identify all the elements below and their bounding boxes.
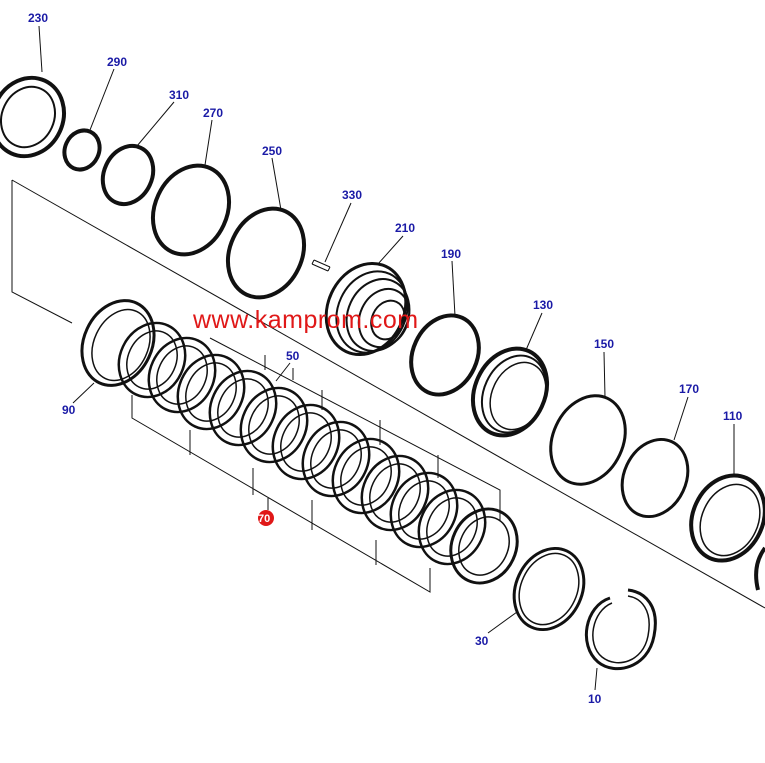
part-170-ring[interactable] [610, 429, 700, 528]
callout-90: 90 [62, 403, 76, 417]
part-230-ring[interactable] [0, 66, 77, 168]
part-190-ring[interactable] [399, 304, 492, 405]
callout-70-highlight [258, 510, 274, 526]
watermark-text: www.kamprom.com [193, 306, 419, 334]
callout-110: 110 [723, 409, 743, 423]
part-150-ring[interactable] [537, 384, 639, 497]
callout-310: 310 [169, 88, 189, 102]
assembly-bracket-left [11, 180, 73, 324]
callout-190: 190 [441, 247, 461, 261]
callout-10: 10 [588, 692, 602, 706]
clutch-pack-rings[interactable] [107, 312, 529, 594]
part-270-ring[interactable] [139, 153, 243, 267]
callout-330: 330 [342, 188, 362, 202]
callout-50: 50 [286, 349, 300, 363]
part-210-piston[interactable] [312, 250, 421, 367]
part-310-ring[interactable] [94, 138, 163, 213]
clutch-pack-bracket [131, 337, 501, 593]
part-30-ring[interactable] [501, 537, 596, 641]
callout-130: 130 [533, 298, 553, 312]
assembly-axis-line [11, 179, 765, 609]
part-10-snap-ring[interactable] [584, 588, 657, 671]
callout-270: 270 [203, 106, 223, 120]
leader-lines [38, 25, 735, 691]
callout-250: 250 [262, 144, 282, 158]
callout-150: 150 [594, 337, 614, 351]
part-330-pin[interactable] [311, 259, 331, 272]
part-110-disc[interactable] [678, 463, 765, 572]
callout-70[interactable]: 70 [258, 513, 270, 525]
callout-230: 230 [28, 11, 48, 25]
callout-210: 210 [395, 221, 415, 235]
part-130-disc[interactable] [459, 336, 560, 447]
callout-290: 290 [107, 55, 127, 69]
part-90-disc[interactable] [69, 289, 168, 397]
part-290-ring[interactable] [58, 125, 106, 176]
partial-ring-edge [754, 546, 765, 591]
callout-30: 30 [475, 634, 489, 648]
part-250-ring[interactable] [214, 196, 318, 310]
callout-170: 170 [679, 382, 699, 396]
